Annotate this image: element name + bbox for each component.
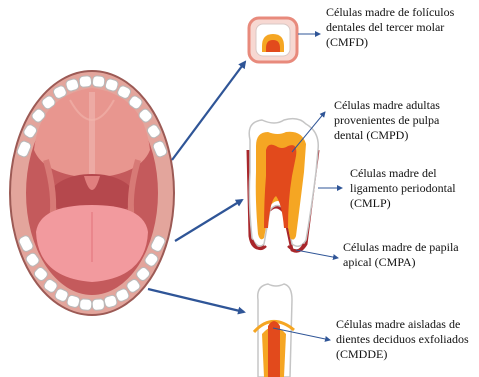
dental-follicle-illustration — [249, 18, 297, 62]
open-mouth-illustration — [10, 71, 174, 315]
arrow-to-follicle — [172, 62, 245, 160]
label-cmpd: Células madre adultas provenientes de pu… — [334, 98, 440, 143]
deciduous-tooth-illustration — [254, 284, 294, 377]
arrow-to-deciduous — [148, 289, 244, 312]
label-cmdde: Células madre aisladas de dientes decidu… — [336, 317, 469, 362]
label-cmpa: Células madre de papila apical (CMPA) — [343, 240, 459, 270]
lower-tooth — [79, 299, 92, 311]
arrow-to-molar — [175, 200, 242, 241]
pointer-cmpa — [296, 250, 338, 258]
label-cmlp: Células madre del ligamento periodontal … — [350, 166, 456, 211]
molar-tooth-illustration — [248, 119, 318, 251]
label-cmfd: Células madre de folículos dentales del … — [326, 5, 454, 50]
upper-tooth — [92, 75, 105, 87]
upper-tooth — [79, 75, 92, 87]
lower-tooth — [92, 299, 105, 311]
